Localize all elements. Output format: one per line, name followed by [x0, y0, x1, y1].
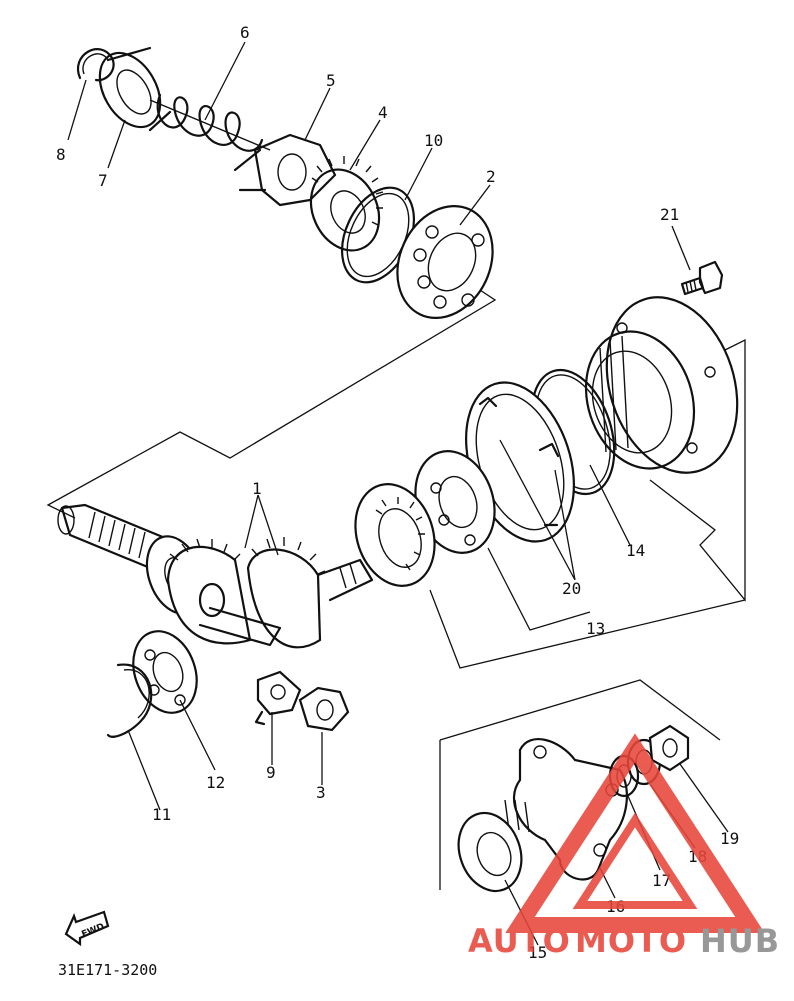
- label-3: 3: [316, 783, 326, 802]
- part-3-nut: [298, 686, 350, 732]
- part-7-collar: [98, 46, 172, 132]
- label-14: 14: [626, 541, 645, 560]
- label-11: 11: [152, 805, 171, 824]
- label-12: 12: [206, 773, 225, 792]
- watermark-hub: HUB: [700, 922, 780, 960]
- part-15-bearing: [457, 811, 523, 893]
- label-20: 20: [562, 579, 581, 598]
- label-10: 10: [424, 131, 443, 150]
- part-12-bearing: [132, 630, 198, 714]
- label-13: 13: [586, 619, 605, 638]
- label-9: 9: [266, 763, 276, 782]
- watermark-auto: AUTO: [468, 922, 571, 960]
- label-5: 5: [326, 71, 336, 90]
- housing-spline-collar: [354, 483, 436, 587]
- part-labels: 6 5 4 10 2 8 7 21 1 14 20 13 12 9 3 11 1…: [56, 23, 739, 962]
- part-13-housing: [584, 296, 739, 474]
- watermark-moto: MOTO: [575, 922, 687, 960]
- label-4: 4: [378, 103, 388, 122]
- part-5-cam: [233, 133, 337, 207]
- upper-group-boundary: [46, 289, 497, 519]
- label-1: 1: [252, 479, 262, 498]
- label-2: 2: [486, 167, 496, 186]
- label-8: 8: [56, 145, 66, 164]
- part-11-circlip: [106, 663, 153, 738]
- part-6-spring: [149, 93, 271, 152]
- bearing-housing-assembly: [354, 296, 746, 669]
- hub-group-boundary: [439, 679, 721, 890]
- label-15: 15: [528, 943, 547, 962]
- diagram-code: 31E171-3200: [58, 961, 157, 979]
- watermark-triangle-logo: [505, 733, 765, 933]
- label-7: 7: [98, 171, 108, 190]
- watermark: AUTO MOTO HUB: [468, 733, 780, 960]
- part-4-gear: [309, 156, 384, 252]
- part-8-circlip: [77, 48, 115, 82]
- housing-group-boundary: [429, 338, 746, 669]
- part-2-bearing: [396, 204, 494, 320]
- part-9-lock-washer: [254, 670, 302, 726]
- part-1-bevel-gears: [166, 537, 374, 649]
- main-shaft-assembly: [57, 503, 374, 738]
- label-19: 19: [720, 829, 739, 848]
- part-19-nut: [648, 724, 690, 772]
- part-21-bolt: [680, 260, 724, 296]
- lower-hub-assembly: [439, 679, 721, 893]
- fwd-arrow: FWD: [64, 910, 110, 947]
- upper-shaft-assembly: [77, 46, 494, 320]
- label-21: 21: [660, 205, 679, 224]
- label-6: 6: [240, 23, 250, 42]
